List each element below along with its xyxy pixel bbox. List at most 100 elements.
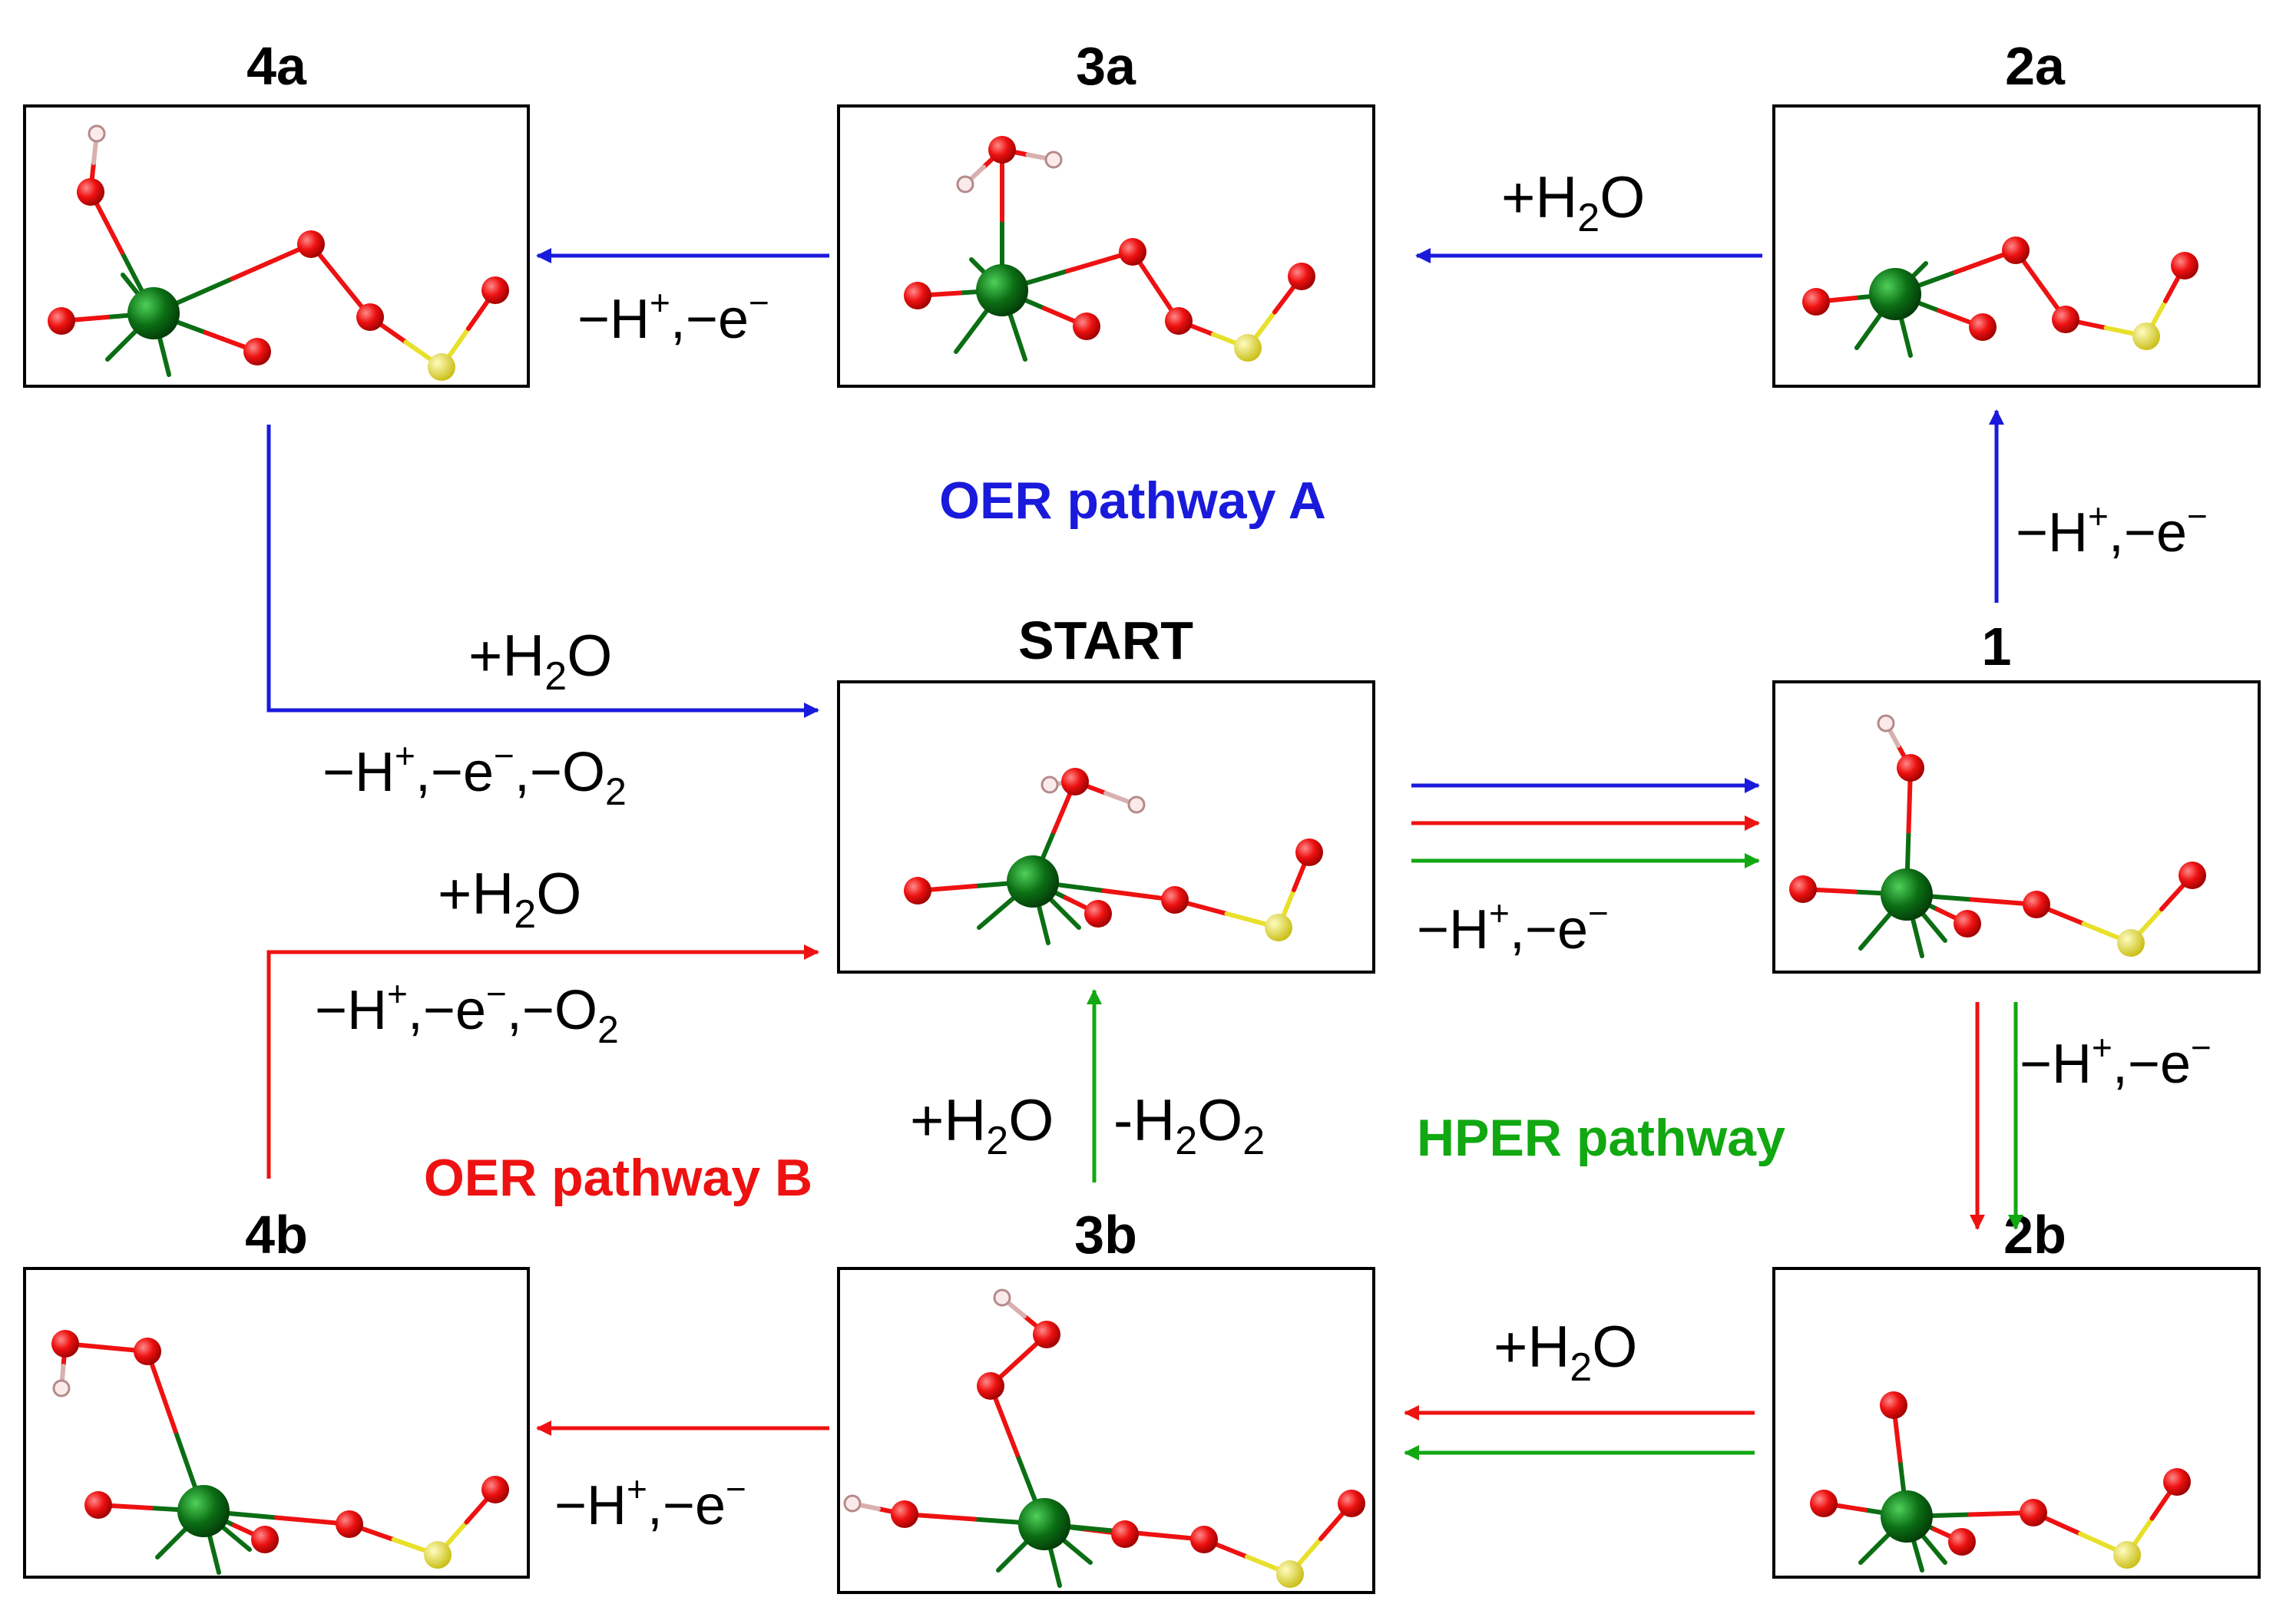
oxygen-atom	[51, 1330, 79, 1358]
oxygen-atom	[243, 338, 271, 365]
hydrogen-atom	[1044, 150, 1063, 169]
oxygen-atom	[2020, 1499, 2047, 1526]
label-proton-electron-1-2b: −H+,−e−	[2020, 1027, 2212, 1095]
oxygen-atom	[84, 1491, 112, 1519]
oxygen-atom	[1033, 1321, 1060, 1348]
oxygen-atom	[251, 1526, 279, 1553]
oxygen-atom	[1948, 1528, 1976, 1556]
hydrogen-atom	[956, 175, 974, 193]
structure-3a	[904, 136, 1315, 362]
label-proton-electron-o2-a: −H+,−e−,−O2	[323, 736, 627, 813]
box-1	[1772, 680, 2261, 974]
metal-atom	[1881, 868, 1933, 921]
hydrogen-atom	[88, 124, 106, 143]
sulfur-atom	[2117, 929, 2145, 957]
label-h2o2-3b-start: -H2O2	[1113, 1088, 1265, 1163]
metal-atom	[1881, 1490, 1933, 1543]
oxygen-atom	[1061, 768, 1089, 795]
oxygen-atom	[1119, 238, 1146, 266]
oxygen-atom	[977, 1372, 1004, 1400]
oxygen-atom	[891, 1500, 918, 1528]
oxygen-atom	[1802, 288, 1830, 316]
oxygen-atom	[2052, 306, 2079, 333]
label-h2o-3b-start: +H2O	[910, 1088, 1054, 1163]
oxygen-atom	[336, 1510, 363, 1538]
oxygen-atom	[1897, 754, 1924, 782]
oxygen-atom	[1969, 313, 1997, 341]
bond	[230, 242, 313, 281]
oxygen-atom	[1295, 838, 1323, 866]
title-3a: 3a	[1076, 36, 1136, 96]
sulfur-atom	[2113, 1541, 2141, 1569]
oxygen-atom	[481, 1476, 509, 1503]
oxygen-atom	[1161, 886, 1189, 914]
oxygen-atom	[1190, 1526, 1218, 1553]
oxygen-atom	[1810, 1490, 1838, 1517]
oxygen-atom	[1789, 875, 1817, 903]
label-h2o-4b-start: +H2O	[438, 862, 581, 937]
pathway-b-label: OER pathway B	[424, 1149, 812, 1207]
oxygen-atom	[988, 136, 1016, 164]
oxygen-atom	[1954, 910, 1981, 938]
oxygen-atom	[1880, 1391, 1907, 1419]
title-3b: 3b	[1074, 1205, 1137, 1265]
label-h2o-4a-start: +H2O	[468, 623, 612, 699]
oxygen-atom	[1084, 900, 1112, 928]
pathway-hper-label: HPER pathway	[1417, 1109, 1785, 1167]
oxygen-atom	[1165, 307, 1193, 335]
title-1: 1	[1982, 617, 2012, 676]
oxygen-atom	[1073, 313, 1100, 340]
metal-atom	[127, 287, 180, 339]
structure-1	[1789, 714, 2206, 958]
label-proton-electron-start-1: −H+,−e−	[1417, 893, 1609, 961]
title-4b: 4b	[245, 1205, 308, 1265]
box-3a	[837, 104, 1375, 388]
oxygen-atom	[1288, 263, 1315, 290]
box-start	[837, 680, 1375, 974]
arrow-4a-to-start	[266, 425, 819, 718]
label-h2o-2a-3a: +H2O	[1501, 165, 1645, 240]
metal-atom	[1018, 1498, 1070, 1550]
label-proton-electron-1-2a: −H+,−e−	[2016, 496, 2208, 564]
hydrogen-atom	[52, 1379, 71, 1397]
structure-3b	[843, 1288, 1365, 1588]
hydrogen-atom	[993, 1288, 1011, 1307]
oxygen-atom	[2023, 891, 2050, 918]
hydrogen-atom	[843, 1494, 862, 1513]
sulfur-atom	[424, 1541, 452, 1569]
oxygen-atom	[481, 276, 509, 304]
pathway-a-label: OER pathway A	[939, 471, 1326, 530]
sulfur-atom	[1265, 914, 1292, 941]
oxygen-atom	[356, 303, 384, 331]
oxygen-atom	[2179, 862, 2206, 889]
oxygen-atom	[1338, 1490, 1365, 1517]
oxygen-atom	[297, 230, 325, 258]
label-proton-electron-3b-4b: −H+,−e−	[554, 1469, 746, 1536]
structure-4a	[48, 124, 509, 381]
oxygen-atom	[1111, 1520, 1139, 1548]
sulfur-atom	[2132, 322, 2160, 350]
oxygen-atom	[2163, 1468, 2191, 1496]
oxygen-atom	[2171, 252, 2198, 279]
metal-atom	[177, 1485, 230, 1537]
box-4b	[23, 1267, 530, 1579]
title-2a: 2a	[2005, 36, 2066, 96]
hydrogen-atom	[1127, 795, 1146, 814]
structure-2a	[1802, 236, 2198, 358]
oxygen-atom	[2002, 236, 2030, 264]
oxygen-atom	[48, 307, 75, 335]
label-h2o-2b-3b: +H2O	[1494, 1315, 1637, 1390]
hydrogen-atom	[1877, 714, 1895, 733]
oxygen-atom	[904, 877, 931, 905]
title-4a: 4a	[246, 36, 307, 96]
oxygen-atom	[77, 178, 104, 206]
sulfur-atom	[1234, 334, 1262, 362]
molecular-structures	[48, 124, 2206, 1588]
metal-atom	[976, 264, 1028, 316]
oxygen-atom	[134, 1338, 161, 1365]
title-2b: 2b	[2003, 1205, 2066, 1265]
sulfur-atom	[428, 353, 455, 381]
title-start: START	[1018, 610, 1193, 670]
box-2b	[1772, 1267, 2261, 1579]
